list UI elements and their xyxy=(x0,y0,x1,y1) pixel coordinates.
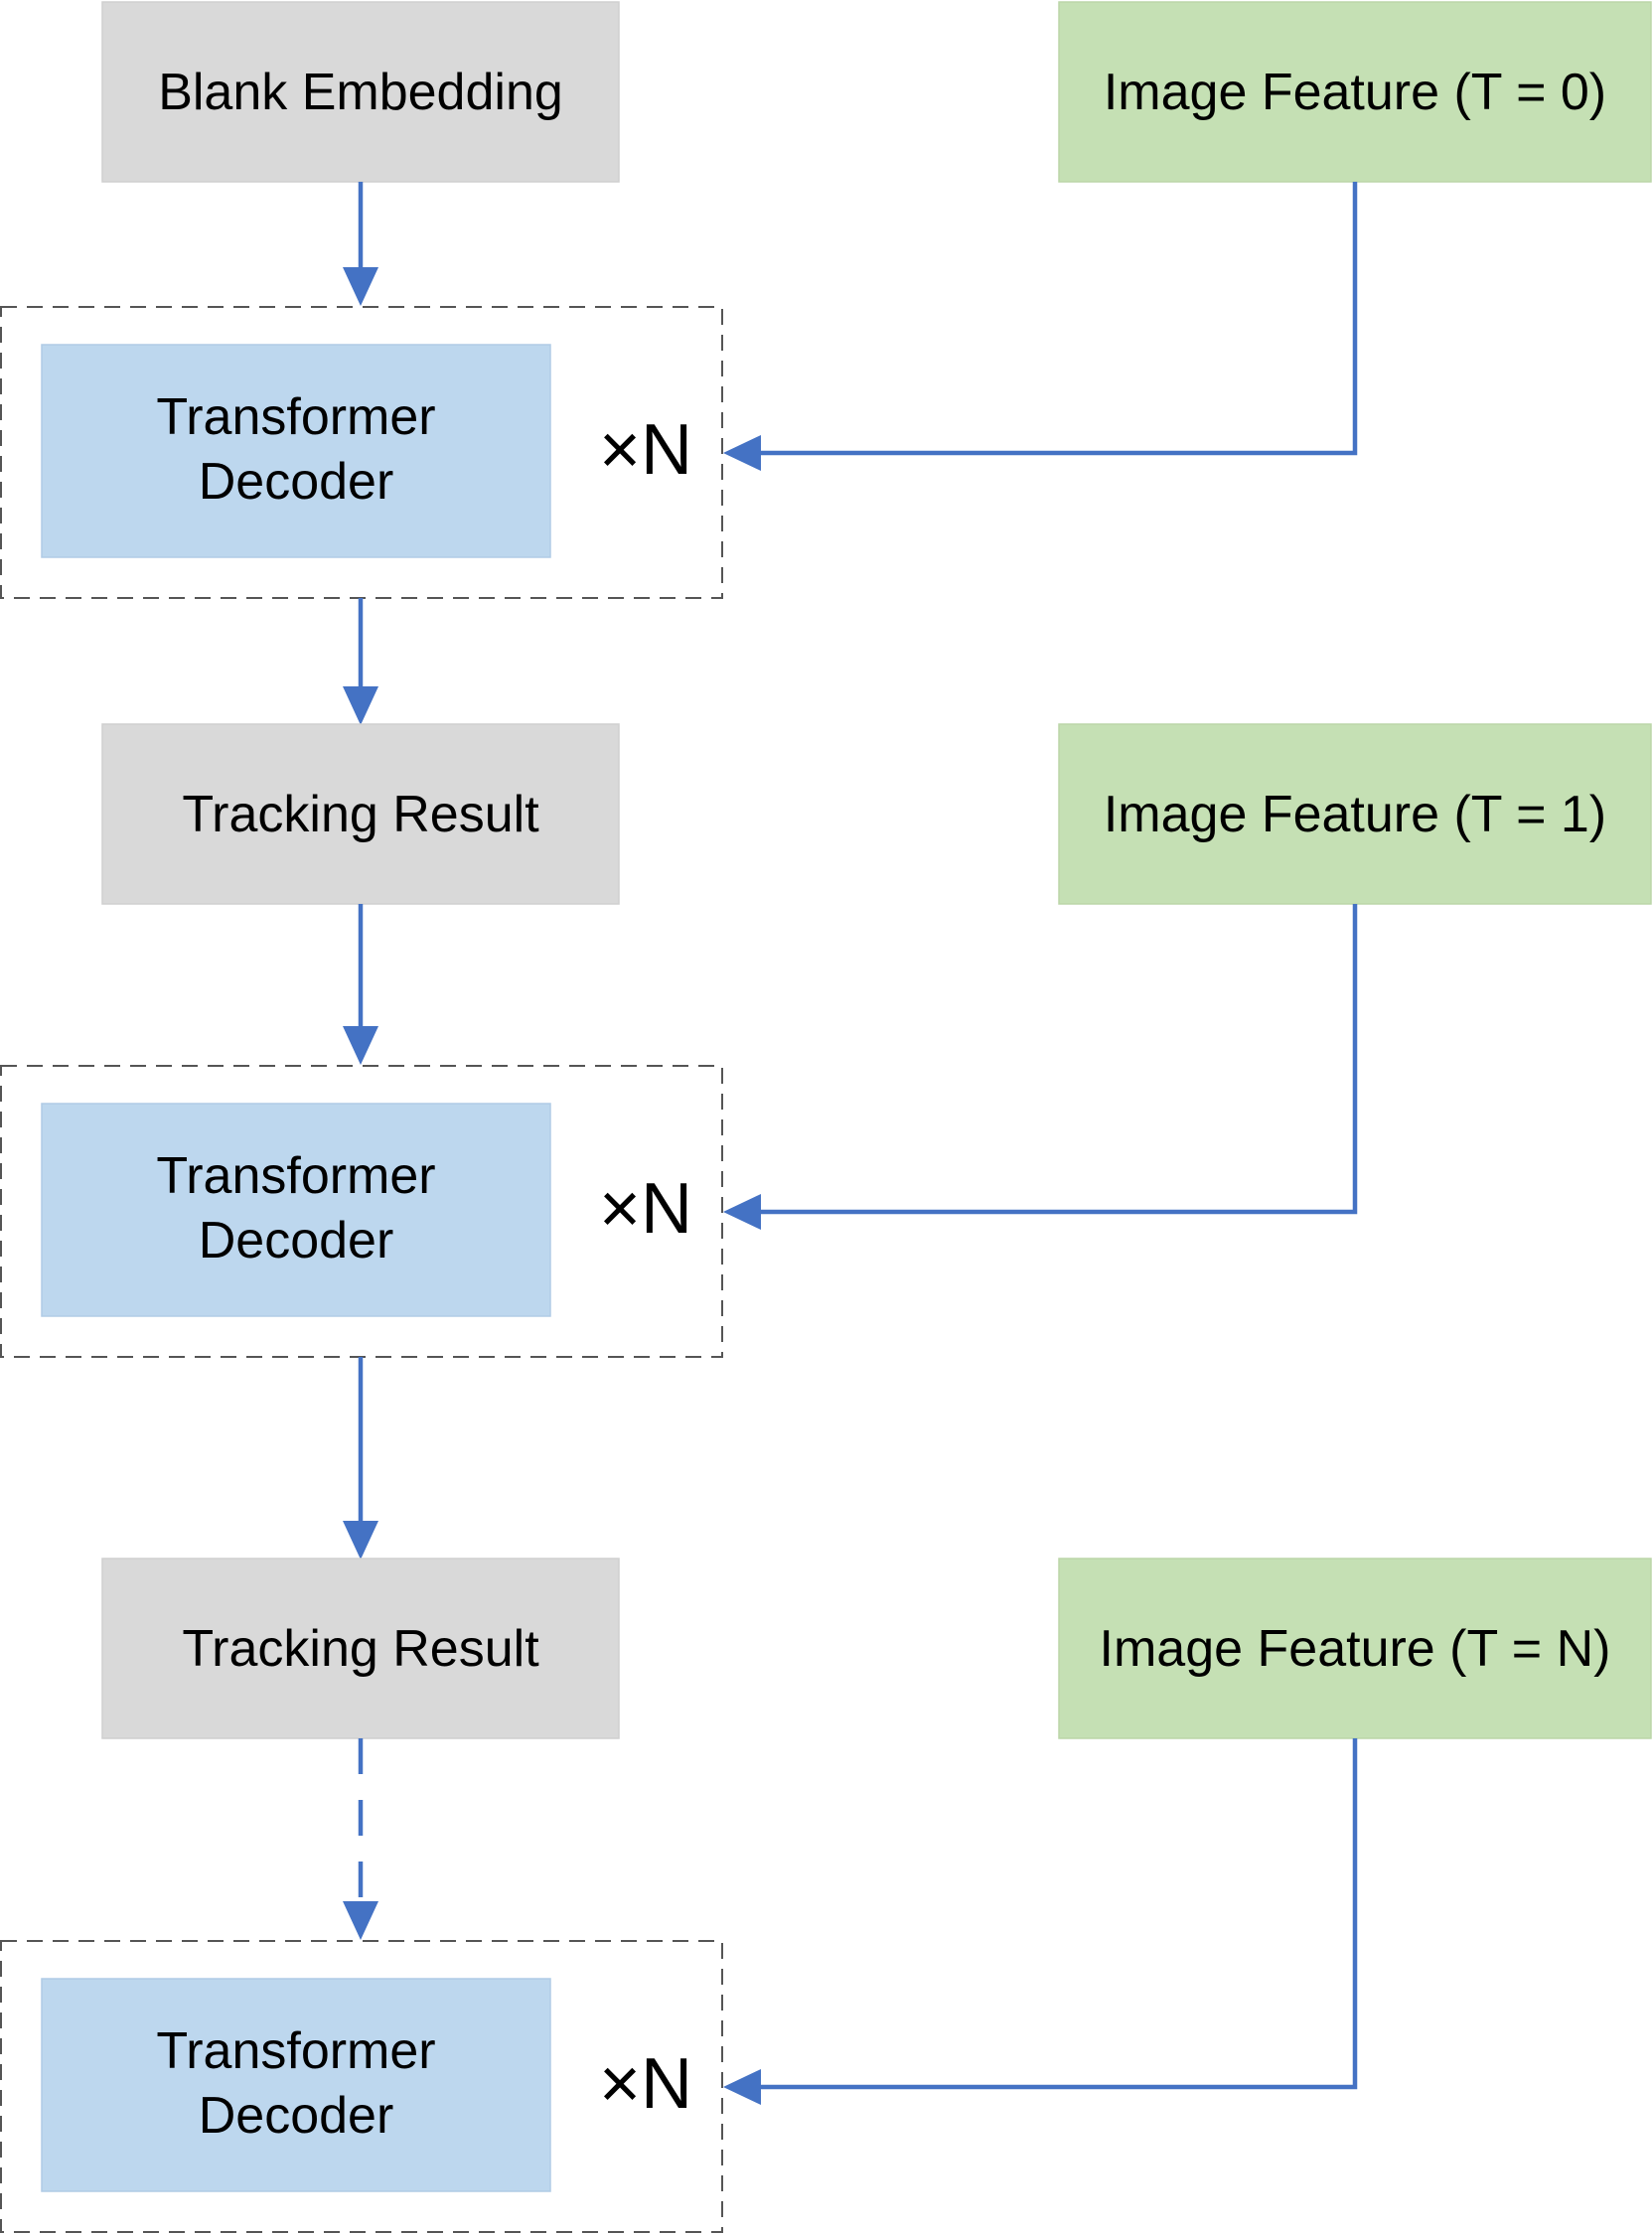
repeat-label-1: ×N xyxy=(599,410,692,490)
arrowhead-down-2 xyxy=(343,686,378,725)
tracking-result-box-1 xyxy=(101,723,620,905)
transformer-decoder-line2-1: Decoder xyxy=(199,453,394,511)
repeat-label-2: ×N xyxy=(599,1169,692,1249)
transformer-decoder-box-2 xyxy=(41,1103,551,1317)
transformer-decoder-box-3 xyxy=(41,1978,551,2192)
arrowhead-down-4 xyxy=(343,1521,378,1560)
arrowhead-left-1 xyxy=(723,435,761,471)
tracking-result-label-2: Tracking Result xyxy=(182,1620,539,1678)
image-feature-box-t0 xyxy=(1058,1,1652,183)
arrow-feature-t1-to-decoder-2 xyxy=(757,904,1358,1215)
transformer-decoder-box-1 xyxy=(41,344,551,558)
arrowhead-down-3 xyxy=(343,1026,378,1065)
arrowhead-down-5 xyxy=(343,1901,378,1940)
image-feature-box-tn xyxy=(1058,1558,1652,1739)
image-feature-label-tn: Image Feature (T = N) xyxy=(1100,1620,1611,1678)
transformer-decoder-line1-1: Transformer xyxy=(156,388,435,446)
blank-embedding-label: Blank Embedding xyxy=(158,64,563,121)
decoder-group-3 xyxy=(0,1940,723,2233)
arrowhead-left-3 xyxy=(723,2069,761,2105)
image-feature-label-t1: Image Feature (T = 1) xyxy=(1104,786,1606,843)
transformer-decoder-line1-3: Transformer xyxy=(156,2022,435,2080)
tracking-result-label-1: Tracking Result xyxy=(182,786,539,843)
arrow-feature-t0-to-decoder-1 xyxy=(757,182,1358,456)
transformer-decoder-line2-2: Decoder xyxy=(199,1212,394,1269)
arrowhead-down-1 xyxy=(343,267,378,306)
repeat-label-3: ×N xyxy=(599,2044,692,2124)
transformer-decoder-line1-2: Transformer xyxy=(156,1147,435,1205)
image-feature-label-t0: Image Feature (T = 0) xyxy=(1104,64,1606,121)
blank-embedding-box xyxy=(101,1,620,183)
image-feature-box-t1 xyxy=(1058,723,1652,905)
arrow-feature-tn-to-decoder-3 xyxy=(757,1738,1358,2090)
tracking-result-box-2 xyxy=(101,1558,620,1739)
arrowhead-left-2 xyxy=(723,1194,761,1230)
transformer-decoder-line2-3: Decoder xyxy=(199,2087,394,2145)
